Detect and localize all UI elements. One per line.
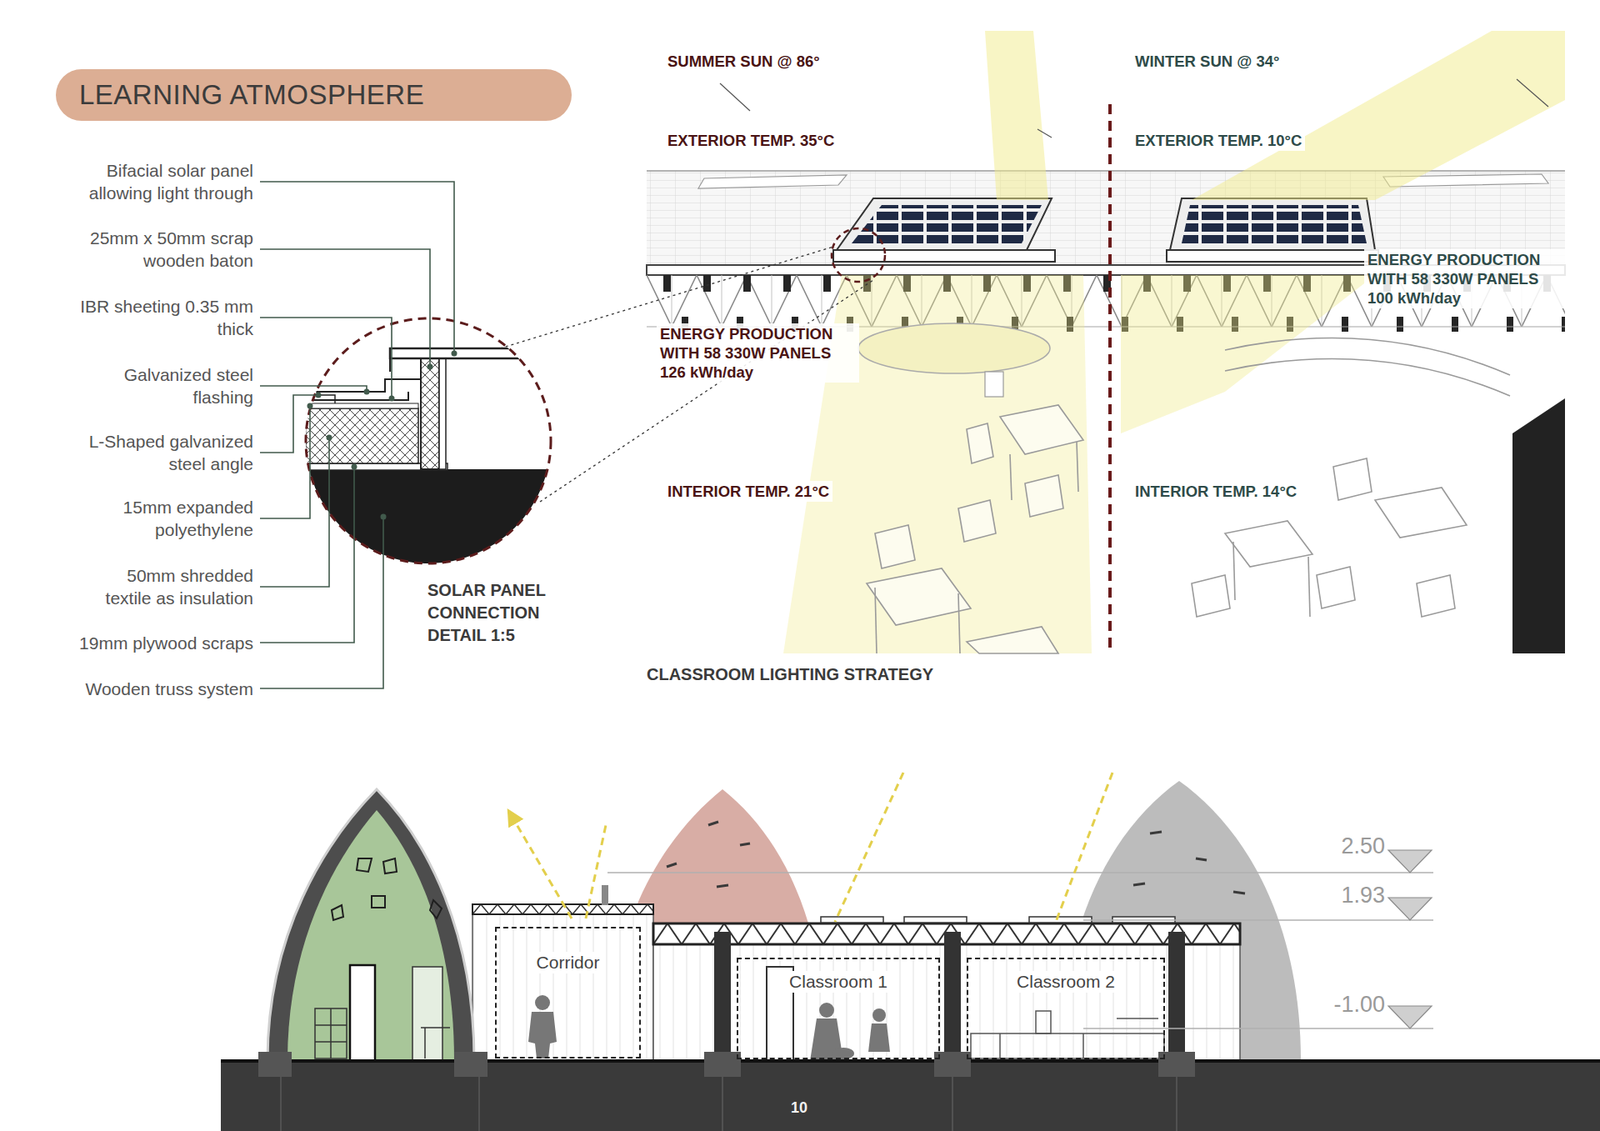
title-pill: LEARNING ATMOSPHERE (55, 69, 572, 121)
temperature-note: EXTERIOR TEMP. 10°C (1131, 130, 1305, 151)
lighting-perspective (646, 30, 1565, 654)
page-number: 10 (774, 1098, 825, 1118)
callout-label: L-Shaped galvanized steel angle (70, 430, 254, 475)
temperature-note: INTERIOR TEMP. 14°C (1131, 480, 1300, 502)
callout-label: 19mm plywood scraps (11, 631, 254, 655)
callout-label: 50mm shredded textile as insulation (90, 564, 254, 610)
room-name: Classroom 1 (785, 970, 891, 993)
level-mark: -1.00 (1301, 990, 1385, 1019)
building-section (220, 772, 1600, 1131)
room-zone: Classroom 1 (736, 957, 940, 1060)
page-title: LEARNING ATMOSPHERE (79, 79, 425, 111)
callout-label: 25mm x 50mm scrap wooden baton (53, 226, 254, 272)
room-zone: Corridor (495, 926, 641, 1059)
room-zone: Classroom 2 (966, 957, 1165, 1060)
connection-detail (260, 181, 874, 689)
level-mark: 1.93 (1301, 880, 1385, 910)
sun-angle: SUMMER SUN @ 86° (664, 50, 824, 72)
drawing-caption: CLASSROOM LIGHTING STRATEGY (646, 664, 934, 685)
temperature-note: INTERIOR TEMP. 21°C (664, 480, 833, 502)
detail-title: SOLAR PANEL CONNECTION DETAIL 1:5 (427, 579, 578, 647)
sun-angle: WINTER SUN @ 34° (1131, 50, 1283, 72)
callout-label: IBR sheeting 0.35 mm thick (53, 295, 254, 340)
room-name: Corridor (533, 951, 604, 974)
callout-label: Galvanized steel flashing (78, 363, 254, 409)
room-name: Classroom 2 (1013, 970, 1119, 993)
energy-note: ENERGY PRODUCTION WITH 58 330W PANELS 10… (1364, 249, 1567, 309)
energy-note: ENERGY PRODUCTION WITH 58 330W PANELS 12… (656, 323, 860, 383)
callout-label: Wooden truss system (11, 677, 254, 700)
temperature-note: EXTERIOR TEMP. 35°C (664, 130, 838, 151)
level-mark: 2.50 (1301, 831, 1385, 860)
callout-label: 15mm expanded polyethylene (61, 495, 254, 541)
callout-label: Bifacial solar panel allowing light thro… (57, 159, 254, 205)
